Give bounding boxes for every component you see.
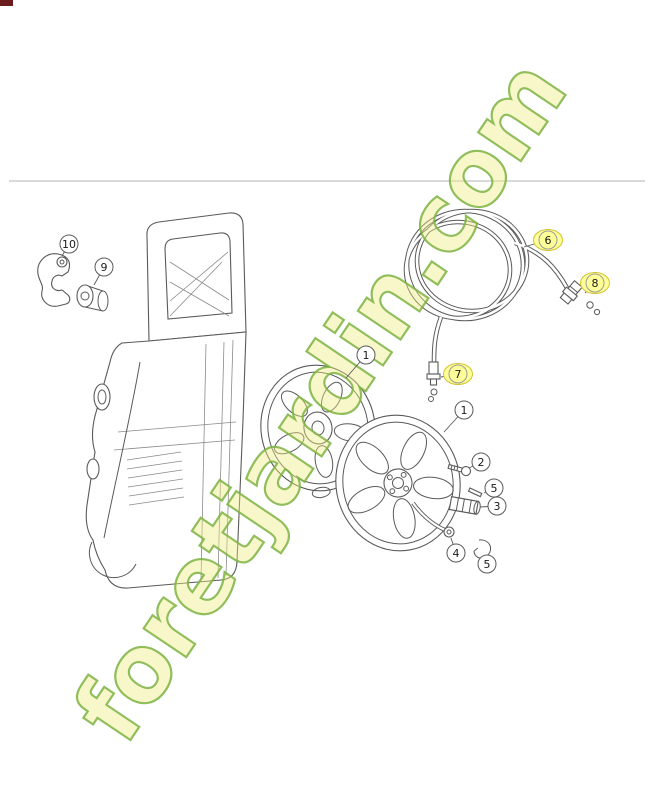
wheel-arc: [88, 541, 137, 579]
callout-5: 5: [483, 478, 504, 498]
callout-circle: [538, 230, 558, 250]
callout-circle: [59, 234, 79, 254]
callout-circle: [356, 345, 376, 365]
callout-1: 1: [345, 345, 376, 379]
callout-circle: [585, 273, 605, 293]
callout-circle: [487, 496, 507, 516]
callout-number: 8: [592, 277, 599, 290]
callout-2: 2: [468, 452, 491, 472]
hose-coil-core: [404, 209, 569, 364]
part-6-high-pressure-hose: [403, 208, 570, 364]
callout-6: 6: [523, 229, 563, 251]
callout-number: 2: [478, 456, 485, 469]
top-divider-line: [9, 180, 645, 182]
part-2-bolt: [447, 463, 472, 477]
callout-5: 5: [477, 554, 497, 574]
callout-number: 9: [101, 261, 108, 274]
callout-number: 7: [455, 368, 462, 381]
callout-number: 6: [545, 234, 552, 247]
pressure-washer-body: [85, 212, 247, 589]
callout-number: 10: [62, 238, 76, 251]
body-knob: [93, 383, 111, 411]
part-9-sleeve: [76, 284, 109, 312]
part-4-hose-stub-fitting: [411, 501, 455, 538]
part-7-hose-fitting: [426, 361, 441, 402]
corner-mark: [0, 0, 13, 6]
part-8-connector: [559, 279, 601, 316]
callout-3: 3: [479, 496, 507, 516]
callout-8: 8: [580, 272, 610, 294]
callout-number: 5: [491, 482, 498, 495]
callout-10: 10: [59, 234, 79, 257]
part-1-reel-disc-right: [335, 414, 461, 552]
callout-circle: [454, 400, 474, 420]
part-3-coupling: [448, 496, 481, 515]
part-5-pin: [467, 487, 483, 498]
callout-number: 1: [461, 404, 468, 417]
callout-circle: [471, 452, 491, 472]
callout-9: 9: [93, 257, 114, 286]
callout-number: 4: [453, 547, 460, 560]
callout-number: 3: [494, 500, 501, 513]
body-bump: [86, 458, 100, 480]
callout-circle: [94, 257, 114, 277]
callout-number: 5: [484, 558, 491, 571]
callout-circle: [477, 554, 497, 574]
callout-1: 1: [443, 400, 474, 433]
part-10-clip: [37, 253, 71, 307]
callout-7: 7: [440, 363, 473, 385]
o-ring: [586, 301, 594, 309]
callout-circle: [446, 543, 466, 563]
o-ring: [593, 308, 601, 316]
callout-circle: [448, 364, 468, 384]
callout-4: 4: [446, 537, 466, 563]
callout-number: 1: [363, 349, 370, 362]
